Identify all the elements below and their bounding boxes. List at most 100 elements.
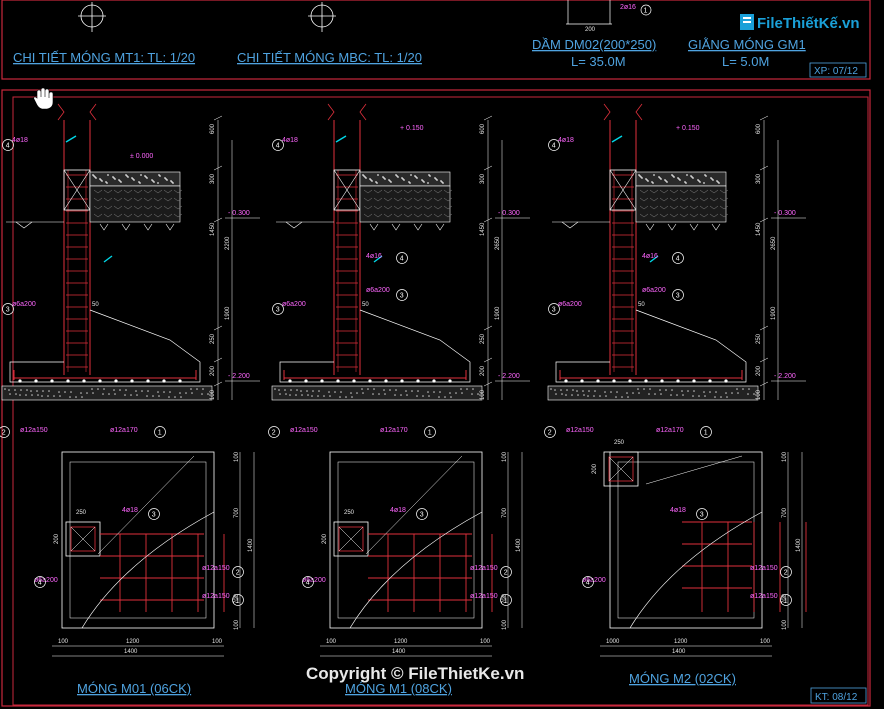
lean-dot	[427, 391, 429, 393]
break-mark	[635, 103, 643, 121]
marker-3	[2, 303, 14, 315]
hatch	[113, 205, 123, 210]
title-mt1: CHI TIẾT MÓNG MT1: TL: 1/20	[13, 50, 195, 65]
hatch	[113, 197, 123, 202]
lean-dot	[318, 390, 320, 392]
hatch	[679, 205, 689, 210]
ground-mark	[15, 221, 33, 229]
slab-rebar-label: ø12a150	[290, 427, 318, 434]
lean-dot	[626, 392, 628, 394]
plan-rebar-label-a: ø12a150	[470, 565, 498, 572]
dim-value: 250	[210, 333, 216, 344]
dim-value: 300	[480, 173, 486, 184]
dim-tick	[483, 217, 493, 223]
rebar-dot	[448, 379, 452, 383]
leader	[645, 455, 743, 485]
rebar-dot	[644, 379, 648, 383]
lean-dot	[725, 392, 727, 394]
marker-2-label: 2	[548, 430, 552, 437]
dim-value: 2650	[495, 236, 501, 250]
slab-rebar-label: ø12a170	[656, 427, 684, 434]
plan-dim-b: 1200	[674, 639, 688, 645]
hatch	[153, 189, 163, 194]
dim-tick	[759, 325, 769, 331]
plan-dim-r: 700	[234, 593, 240, 604]
marker-3-plan	[148, 508, 160, 520]
lean-dot	[301, 394, 303, 396]
lean-dot	[670, 394, 672, 396]
hatch	[123, 197, 133, 202]
dim-value: 1450	[210, 222, 216, 236]
slab-rebar-label: ø12a170	[110, 427, 138, 434]
plan-rebar-label-a: ø12a150	[202, 565, 230, 572]
plan-label-m2: MÓNG M2 (02CK)	[629, 671, 736, 686]
break-mark	[359, 103, 367, 121]
rebar-dot	[50, 379, 54, 383]
lean-dot	[141, 390, 143, 392]
hatch	[133, 213, 143, 218]
cut-curve	[629, 511, 763, 629]
rebar-label: 4ø18	[12, 137, 28, 144]
plan-dim-r: 700	[234, 507, 240, 518]
hand-cursor-icon[interactable]	[33, 87, 54, 110]
plan-dim-r: 700	[782, 507, 788, 518]
gravel-dot	[365, 177, 367, 179]
marker-1-plan-label: 1	[784, 598, 788, 605]
plan-rebar-label-b: ø12a150	[470, 593, 498, 600]
rebar-dot	[146, 379, 150, 383]
cross	[333, 169, 361, 211]
lean-dot	[466, 388, 468, 390]
ground-mark	[165, 223, 175, 231]
marker-1	[154, 426, 166, 438]
dim-value: 1450	[480, 222, 486, 236]
plan-dim-b: 100	[326, 639, 337, 645]
lean-dot	[383, 389, 385, 391]
lean-dot	[400, 394, 402, 396]
plan-stirrup-label: ø6a200	[34, 577, 58, 584]
plan-dim-b: 1000	[606, 639, 620, 645]
lean-dot	[158, 395, 160, 397]
lean-dot	[185, 392, 187, 394]
dim-small: 50	[92, 302, 99, 308]
level-label: ± 0.000	[130, 153, 153, 160]
dim-tick	[483, 165, 493, 171]
rebar-dot	[162, 379, 166, 383]
lean-dot	[278, 389, 280, 391]
marker-4b	[672, 252, 684, 264]
lean-dot	[362, 392, 364, 394]
marker-4-plan-label: 4	[306, 580, 310, 587]
slab-rebar-label: ø12a170	[380, 427, 408, 434]
rebar-dot	[416, 379, 420, 383]
lean-dot	[207, 393, 209, 395]
lean-dot	[560, 389, 562, 391]
gravel-dot	[410, 174, 412, 176]
plan-dim-r-total: 1400	[796, 538, 802, 552]
lean-dot	[406, 394, 408, 396]
lean-dot	[671, 389, 673, 391]
hatch	[679, 189, 689, 194]
hatch	[153, 197, 163, 202]
marker-3	[272, 303, 284, 315]
hatch	[373, 205, 383, 210]
level-label: - 2.200	[498, 373, 520, 380]
gravel-dot	[685, 182, 687, 184]
lean-dot	[136, 394, 138, 396]
level-label: - 2.200	[228, 373, 250, 380]
rebar-dot	[400, 379, 404, 383]
gravel-dot	[95, 177, 97, 179]
hatch	[659, 197, 669, 202]
hatch	[413, 189, 423, 194]
hatch	[93, 189, 103, 194]
lean-dot	[345, 396, 347, 398]
marker-1-plan-label: 1	[236, 598, 240, 605]
dim-small: 50	[638, 302, 645, 308]
plan-dim-b: 1200	[126, 639, 140, 645]
hatch	[93, 213, 103, 218]
marker-3-plan-label: 3	[420, 512, 424, 519]
lean-dot	[196, 388, 198, 390]
lean-dot	[41, 395, 43, 397]
hatch	[443, 205, 453, 210]
lean-dot	[356, 392, 358, 394]
